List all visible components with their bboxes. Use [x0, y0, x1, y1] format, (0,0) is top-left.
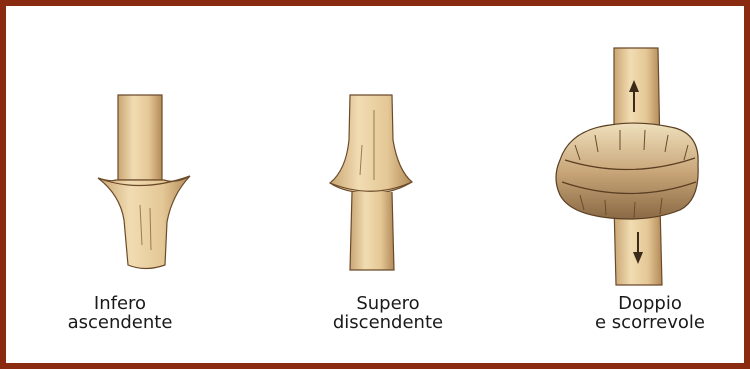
caption-line1: Infero: [60, 294, 180, 313]
caption-doppio: Doppio e scorrevole: [580, 294, 720, 332]
caption-line1: Doppio: [580, 294, 720, 313]
stem-doppio: [556, 48, 698, 285]
annulus-infero: [98, 176, 190, 269]
stem-infero: [98, 95, 190, 269]
caption-infero: Infero ascendente: [60, 294, 180, 332]
caption-supero: Supero discendente: [318, 294, 458, 332]
annulus-supero: [330, 95, 412, 193]
caption-line1: Supero: [318, 294, 458, 313]
caption-line2: discendente: [318, 313, 458, 332]
caption-line2: ascendente: [60, 313, 180, 332]
caption-line2: e scorrevole: [580, 313, 720, 332]
annulus-doppio: [556, 123, 698, 219]
stem-supero: [330, 95, 412, 270]
